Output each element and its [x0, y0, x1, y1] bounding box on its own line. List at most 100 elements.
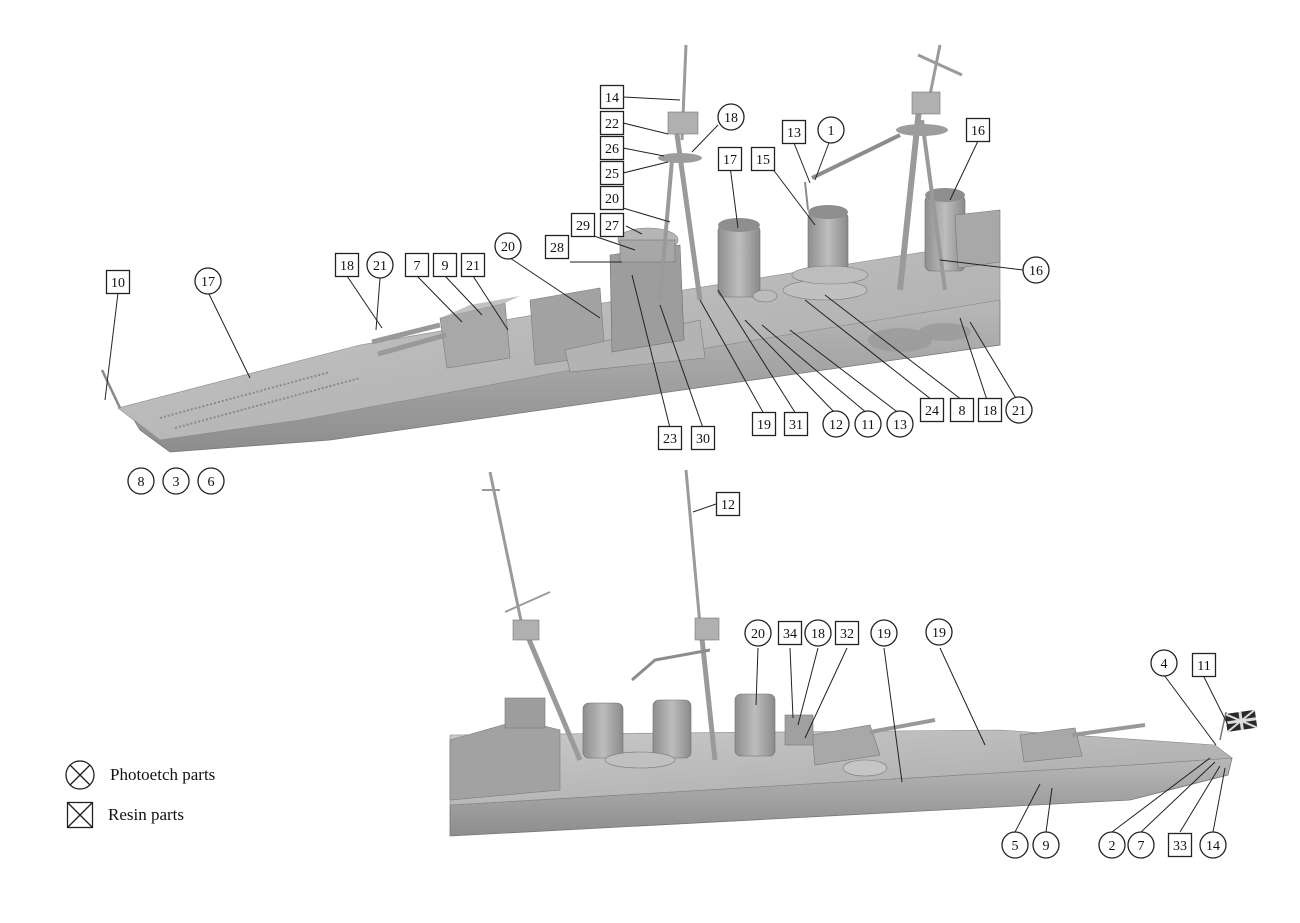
callout-number: 28 — [550, 241, 564, 256]
legend-photoetch-label: Photoetch parts — [110, 765, 216, 784]
callout-number: 19 — [932, 626, 946, 641]
callout-number: 21 — [1012, 404, 1026, 419]
callout-square-marker — [432, 252, 458, 278]
callout-square-marker — [599, 135, 625, 161]
callout-t-21c2: 21 — [1005, 396, 1033, 424]
callout-t-14: 14 — [599, 84, 625, 110]
callout-circle-marker — [1001, 831, 1029, 859]
callout-number: 15 — [756, 153, 770, 168]
square-x-icon — [66, 801, 94, 829]
callout-circle-marker — [197, 467, 225, 495]
callout-number: 6 — [208, 475, 215, 490]
callout-number: 22 — [605, 117, 619, 132]
callout-square-marker — [781, 119, 807, 145]
callout-circle-marker — [804, 619, 832, 647]
callout-circle-marker — [817, 116, 845, 144]
callout-circle-marker — [1199, 831, 1227, 859]
callout-number: 20 — [605, 192, 619, 207]
callout-number: 16 — [1029, 264, 1043, 279]
callout-circle-marker — [1098, 831, 1126, 859]
callout-circle-marker — [1032, 831, 1060, 859]
callout-t-29: 29 — [570, 212, 596, 238]
callout-square-marker — [105, 269, 131, 295]
callout-t-1: 1 — [817, 116, 845, 144]
callout-number: 7 — [1138, 839, 1145, 854]
callout-square-marker — [599, 110, 625, 136]
callout-square-marker — [949, 397, 975, 423]
callout-circle-marker — [717, 103, 745, 131]
callout-t-10: 10 — [105, 269, 131, 295]
legend-resin-label: Resin parts — [108, 805, 185, 824]
callout-number: 5 — [1012, 839, 1019, 854]
callout-t-17c: 17 — [194, 267, 222, 295]
callout-square-marker — [334, 252, 360, 278]
callout-t-20c: 20 — [494, 232, 522, 260]
callout-t-19: 19 — [751, 411, 777, 437]
callout-number: 20 — [501, 240, 515, 255]
callout-b-20c: 20 — [744, 619, 772, 647]
callout-t-22: 22 — [599, 110, 625, 136]
callout-b-34: 34 — [777, 620, 803, 646]
callout-t-9: 9 — [432, 252, 458, 278]
callout-t-21s: 21 — [460, 252, 486, 278]
callout-number: 16 — [971, 124, 985, 139]
callout-square-marker — [750, 146, 776, 172]
callout-t-8c: 8 — [127, 467, 155, 495]
callout-square-marker — [599, 185, 625, 211]
callout-circle-marker — [194, 267, 222, 295]
callout-number: 23 — [663, 432, 677, 447]
callout-t-6c: 6 — [197, 467, 225, 495]
callout-number: 9 — [1043, 839, 1050, 854]
callout-circle-marker — [854, 410, 882, 438]
callout-circle-marker — [1127, 831, 1155, 859]
bottom-ship-model — [449, 469, 1258, 837]
callout-number: 30 — [696, 432, 710, 447]
top-forward-turret — [439, 302, 511, 369]
callout-number: 12 — [829, 418, 843, 433]
callout-t-25: 25 — [599, 160, 625, 186]
callout-number: 13 — [787, 126, 801, 141]
callout-number: 13 — [893, 418, 907, 433]
callout-square-marker — [599, 160, 625, 186]
callout-number: 9 — [442, 259, 449, 274]
callout-number: 11 — [1197, 659, 1210, 674]
callout-square-marker — [777, 620, 803, 646]
callout-number: 18 — [983, 404, 997, 419]
callout-number: 4 — [1161, 657, 1168, 672]
callout-b-5c: 5 — [1001, 831, 1029, 859]
callout-t-16s: 16 — [965, 117, 991, 143]
callout-number: 17 — [201, 275, 215, 290]
callout-square-marker — [919, 397, 945, 423]
callout-number: 27 — [605, 219, 619, 234]
callout-number: 18 — [724, 111, 738, 126]
leader-lines — [104, 96, 1229, 833]
callout-number: 33 — [1173, 839, 1187, 854]
callout-square-marker — [834, 620, 860, 646]
callout-number: 21 — [373, 259, 387, 274]
callout-circle-marker — [366, 251, 394, 279]
callout-number: 12 — [721, 498, 735, 513]
callout-number: 8 — [138, 475, 145, 490]
callout-t-23: 23 — [657, 425, 683, 451]
callout-square-marker — [977, 397, 1003, 423]
callout-square-marker — [544, 234, 570, 260]
callout-number: 3 — [173, 475, 180, 490]
callout-number: 29 — [576, 219, 590, 234]
callout-square-marker — [690, 425, 716, 451]
callout-number: 14 — [605, 91, 619, 106]
callout-circle-marker — [1005, 396, 1033, 424]
callout-number: 17 — [723, 153, 737, 168]
callout-number: 26 — [605, 142, 619, 157]
callout-number: 21 — [466, 259, 480, 274]
callout-t-15: 15 — [750, 146, 776, 172]
callout-t-3c: 3 — [162, 467, 190, 495]
callout-circle-marker — [744, 619, 772, 647]
callout-number: 11 — [861, 418, 874, 433]
callout-b-18c: 18 — [804, 619, 832, 647]
callout-t-31: 31 — [783, 411, 809, 437]
callout-t-28: 28 — [544, 234, 570, 260]
callout-square-marker — [599, 84, 625, 110]
top-funnel-1 — [717, 224, 761, 298]
